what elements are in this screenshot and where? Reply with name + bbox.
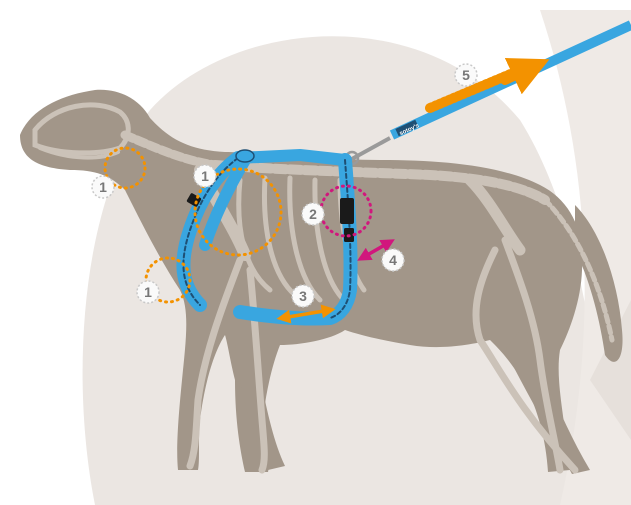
marker-label: 2 bbox=[309, 206, 317, 222]
marker-3-girth: 3 bbox=[292, 285, 314, 307]
leash-pull-arrow bbox=[505, 66, 535, 80]
marker-label: 1 bbox=[144, 284, 152, 300]
marker-label: 1 bbox=[201, 168, 209, 184]
harness-back-ring bbox=[236, 150, 254, 162]
marker-label: 1 bbox=[99, 179, 107, 195]
marker-5-leash: 5 bbox=[455, 64, 477, 86]
marker-1-chest: 1 bbox=[137, 281, 159, 303]
marker-label: 3 bbox=[299, 288, 307, 304]
harness-buckle-back bbox=[340, 198, 354, 224]
marker-1-shoulder: 1 bbox=[194, 165, 216, 187]
marker-label: 4 bbox=[389, 252, 397, 268]
marker-label: 5 bbox=[462, 67, 470, 83]
marker-4-belly: 4 bbox=[382, 249, 404, 271]
marker-2-back: 2 bbox=[302, 203, 324, 225]
marker-1-neck: 1 bbox=[92, 176, 114, 198]
